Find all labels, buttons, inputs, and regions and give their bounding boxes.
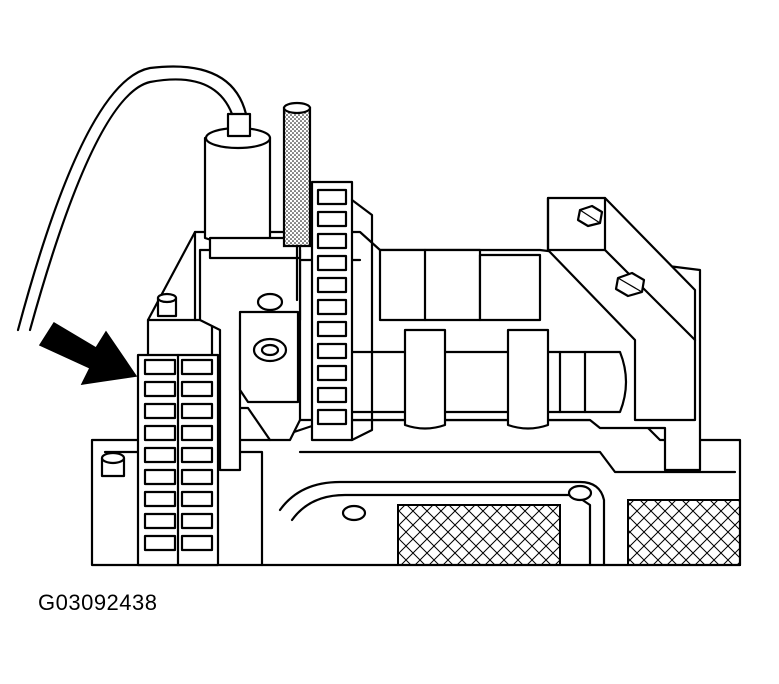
sensor-cable xyxy=(16,65,248,332)
sensor-body xyxy=(203,112,302,260)
figure-reference-code: G03092438 xyxy=(38,590,158,615)
cap-bolt-lower xyxy=(614,271,646,298)
valve-cavity-left xyxy=(397,504,561,566)
dowel-pins xyxy=(100,292,178,478)
valve-cavity-right xyxy=(627,499,741,566)
cylinder-head-plate xyxy=(90,418,742,567)
cam-lobes-rear xyxy=(378,248,542,322)
timing-chain xyxy=(136,353,220,567)
chain-tensioner-bracket xyxy=(198,248,302,472)
locating-pin xyxy=(282,101,312,302)
cap-bolt-upper xyxy=(576,204,604,228)
camshaft-bearing-cap xyxy=(546,196,697,422)
camshaft-sprocket-chain xyxy=(310,180,374,442)
arrow-right-icon xyxy=(38,321,138,385)
camshaft xyxy=(348,328,628,430)
